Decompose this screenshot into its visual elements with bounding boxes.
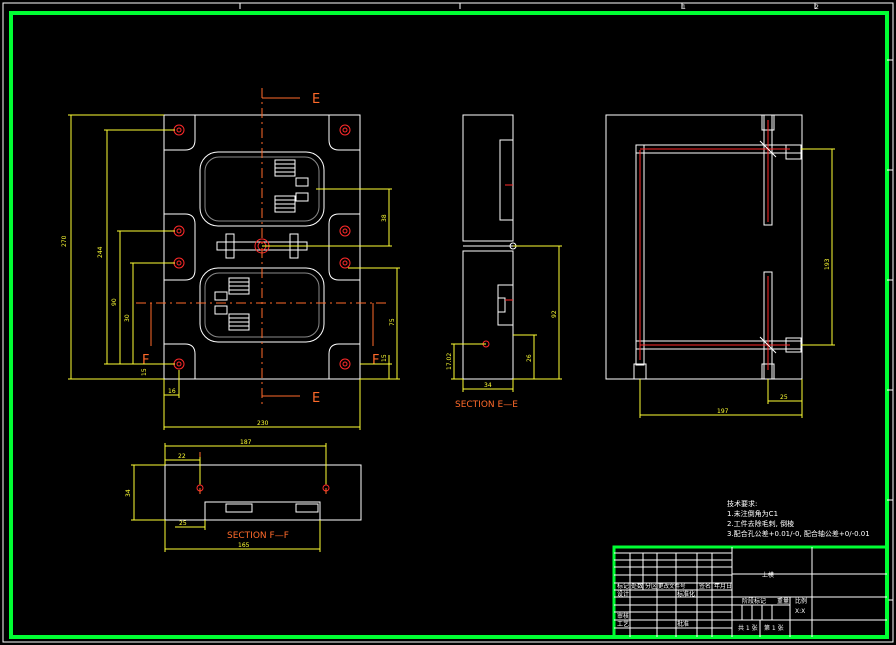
dim-bottom-a: 15 [141, 368, 148, 376]
dim-ff-top: 187 [240, 439, 252, 446]
section-cut-label: E [312, 92, 320, 107]
dim-bottom-b: 16 [168, 388, 176, 395]
drawing-border [9, 11, 889, 639]
section-ff-title: SECTION F—F [227, 531, 289, 541]
tech-req-item: 1.未注倒角为C1 [727, 509, 778, 518]
tb-design: 设计 [617, 590, 629, 598]
side-pocket [164, 213, 196, 281]
dim-ee-b: 26 [526, 354, 533, 362]
dim-ee-c: 17.02 [446, 353, 453, 370]
corner-pocket [164, 114, 196, 151]
tb-sheet-total: 共 1 张 [738, 624, 758, 632]
tb-header: 更改文件号 [658, 582, 686, 590]
side-view-outline [605, 114, 803, 380]
tech-req-item: 2.工件去除毛刺, 倒棱 [727, 519, 794, 528]
section-cut-label: F [142, 353, 149, 368]
section-ff-body [164, 464, 362, 521]
cooling-channels [639, 120, 790, 370]
dim-ee-a: 92 [551, 310, 558, 318]
zone-marker: 1 [682, 4, 686, 11]
section-ff-view: 187 22 34 25 165 SECTION F—F [125, 439, 362, 552]
section-ee-dimensions [451, 245, 562, 392]
dim-width: 230 [257, 420, 269, 427]
title-block: 标记 处数 分区 更改文件号 签名 年月日 设计 标准化 审核 工艺 批准 上模… [612, 545, 889, 639]
section-ff-dimensions [131, 443, 327, 552]
side-pocket [328, 213, 360, 281]
section-cut-label: F [372, 353, 379, 368]
tb-stage-mark: 阶段标记 [742, 597, 766, 605]
dim-right-b: 75 [389, 318, 396, 326]
dim-side-width: 197 [717, 408, 729, 415]
tech-req-item: 3.配合孔公差+0.01/-0, 配合轴公差+0/-0.01 [727, 529, 870, 538]
cavity-detail [214, 159, 309, 331]
tech-req-title: 技术要求: [727, 499, 757, 508]
section-ee-title: SECTION E—E [455, 400, 518, 410]
dim-left-a: 90 [111, 298, 118, 306]
tb-approve: 批准 [677, 620, 689, 628]
tb-scale: 比例 [795, 597, 807, 605]
section-ee-view: 92 26 17.02 34 SECTION E—E [446, 114, 562, 410]
dim-ff-bottom: 165 [238, 542, 250, 549]
dim-ff-height: 34 [125, 489, 132, 497]
plan-dimensions [68, 114, 400, 430]
zone-marker: 2 [815, 4, 819, 11]
section-ee-lower [462, 250, 514, 380]
tb-header: 处数 [631, 582, 643, 590]
tb-review: 审核 [617, 612, 629, 620]
tb-sheet-no: 第 1 张 [764, 624, 784, 632]
side-view: 193 197 25 [605, 114, 835, 418]
dim-ff-small: 22 [178, 453, 186, 460]
tb-header: 签名 [699, 582, 711, 590]
tb-header: 年月日 [714, 582, 732, 590]
tb-scale-value: X:X [795, 608, 805, 615]
tb-part-name: 上模 [762, 571, 774, 579]
dim-ee-d: 34 [484, 382, 492, 389]
title-block-border [612, 545, 889, 639]
tb-weight: 重量 [777, 597, 789, 605]
plan-view: E E F F 270 244 90 30 38 75 [61, 88, 400, 430]
section-ee-upper [462, 114, 514, 242]
zone-markers: 1 2 [239, 3, 893, 601]
dim-left-b: 30 [124, 314, 131, 322]
tb-header: 分区 [645, 582, 657, 590]
dim-right-a: 38 [381, 214, 388, 222]
dim-side-height: 193 [824, 258, 831, 270]
tb-standardize: 标准化 [677, 590, 695, 598]
guide-holes [173, 124, 351, 370]
dim-overall-height: 270 [61, 235, 68, 247]
section-cut-label: E [312, 391, 320, 406]
corner-pocket [328, 114, 360, 151]
corner-pocket [164, 343, 196, 380]
tech-requirements: 技术要求: 1.未注倒角为C1 2.工件去除毛刺, 倒棱 3.配合孔公差+0.0… [727, 499, 870, 538]
corner-pocket [328, 343, 360, 380]
side-dimensions [639, 148, 835, 418]
dim-ff-bottom-small: 25 [179, 520, 187, 527]
dim-side-small: 25 [780, 394, 788, 401]
tb-process: 工艺 [617, 620, 629, 628]
dim-right-c: 15 [381, 354, 388, 362]
dim-inner-height: 244 [97, 246, 104, 258]
tb-header: 标记 [617, 582, 629, 590]
